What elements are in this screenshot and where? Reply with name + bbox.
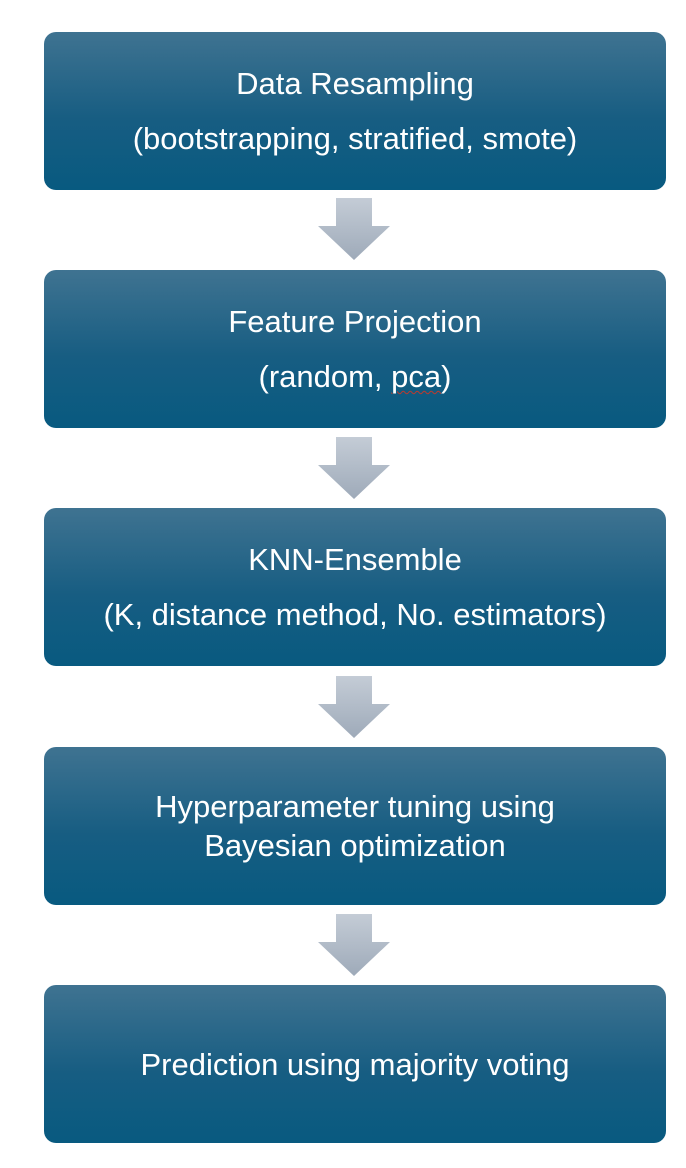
- detail-text-pre: (random,: [258, 359, 392, 394]
- down-arrow-icon: [318, 914, 390, 976]
- step-title: Feature Projection: [228, 304, 482, 339]
- step-detail: (random, pca): [259, 361, 452, 392]
- down-arrow-icon: [318, 198, 390, 260]
- step-majority-voting: Prediction using majority voting: [44, 985, 666, 1143]
- step-title: KNN-Ensemble: [248, 542, 462, 577]
- step-title-continued: Bayesian optimization: [204, 828, 506, 863]
- step-title: Hyperparameter tuning using: [155, 789, 555, 824]
- step-knn-ensemble: KNN-Ensemble (K, distance method, No. es…: [44, 508, 666, 666]
- detail-text-post: ): [441, 359, 452, 394]
- step-feature-projection: Feature Projection (random, pca): [44, 270, 666, 428]
- detail-text-spellcheck-marked: pca: [391, 359, 442, 394]
- down-arrow-icon: [318, 676, 390, 738]
- step-detail: (bootstrapping, stratified, smote): [132, 121, 578, 156]
- step-detail: (K, distance method, No. estimators): [103, 597, 607, 632]
- down-arrow-icon: [318, 437, 390, 499]
- step-title: Prediction using majority voting: [140, 1046, 570, 1082]
- step-hyperparameter-tuning: Hyperparameter tuning using Bayesian opt…: [44, 747, 666, 905]
- step-title: Data Resampling: [236, 66, 474, 101]
- step-data-resampling: Data Resampling (bootstrapping, stratifi…: [44, 32, 666, 190]
